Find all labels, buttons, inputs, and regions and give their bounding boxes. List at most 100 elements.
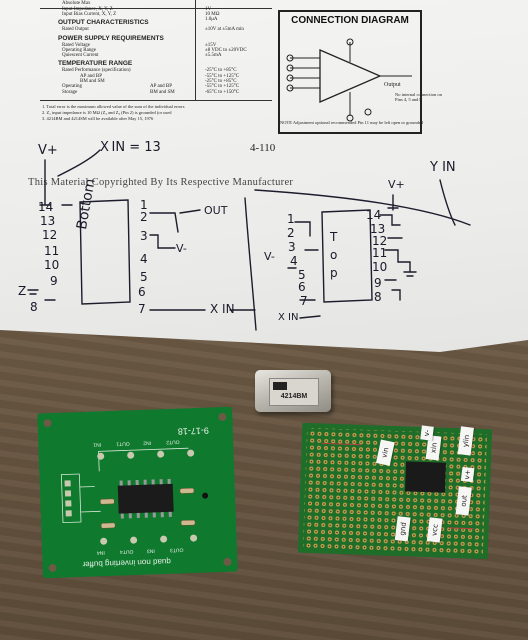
spec-row: AP and BP bbox=[150, 84, 173, 89]
pcb-label: OUT3 bbox=[169, 546, 184, 553]
spec-value: -55°C to +125°C bbox=[205, 84, 240, 89]
pin-number: 7 bbox=[300, 294, 308, 308]
pcb-label: IN2 bbox=[143, 439, 152, 446]
module-part-number: 4214BM bbox=[280, 393, 308, 400]
pin-number: 5 bbox=[140, 270, 148, 284]
pin-number: 1 bbox=[287, 212, 295, 226]
spec-row: Storage bbox=[62, 90, 78, 95]
handwritten-vminus-right: V- bbox=[264, 250, 275, 263]
connection-diagram-title: CONNECTION DIAGRAM bbox=[291, 15, 409, 26]
spec-value: 10 MΩ bbox=[205, 12, 220, 17]
pin-number: 12 bbox=[372, 234, 388, 248]
bottom-note: NOTE Adjustment optional recommended Pin… bbox=[280, 120, 424, 125]
spec-row: Quiescent Current bbox=[62, 53, 99, 58]
handwritten-pinout-sketch bbox=[27, 149, 471, 331]
pcb-label: OUT2 bbox=[166, 438, 180, 445]
metal-can-module: 4214BM bbox=[255, 370, 331, 412]
pin-number: 3 bbox=[288, 240, 296, 254]
spec-value: 1.0μA bbox=[205, 17, 218, 22]
handwritten-vplus-right: V+ bbox=[388, 178, 405, 191]
protoboard: vin ylin xin out gnd vcc v- v+ bbox=[297, 422, 493, 560]
pin-number: 8 bbox=[30, 300, 38, 314]
spec-value: -25°C to +85°C bbox=[205, 79, 237, 84]
footnote: 2. Z₁ input impedance is 10 MΩ (Z₂ and Z… bbox=[42, 110, 172, 115]
pin-number: 9 bbox=[374, 276, 382, 290]
handwritten-out: OUT bbox=[204, 204, 228, 217]
protoboard-grid bbox=[297, 422, 493, 560]
pin-number: 4 bbox=[290, 254, 298, 268]
spec-row: Rated Voltage bbox=[62, 43, 91, 48]
handwritten-x-in-right: X IN bbox=[278, 312, 299, 323]
sticker-label: v+ bbox=[460, 466, 475, 483]
pin-number: 14 bbox=[38, 200, 54, 214]
copyright-line: This Material Copyrighted By Its Respect… bbox=[28, 177, 294, 188]
pcb-artwork bbox=[37, 406, 238, 579]
spec-row: AP and BP bbox=[80, 74, 103, 79]
pin-number: 7 bbox=[138, 302, 146, 316]
pin-number: 5 bbox=[298, 268, 306, 282]
ic-socket bbox=[404, 461, 447, 493]
handwritten-vminus: V- bbox=[176, 242, 187, 255]
table-rule bbox=[40, 8, 272, 9]
green-pcb: 9-17-18 IN1 OUT1 IN2 OUT2 IN4 OUT4 IN3 O… bbox=[37, 406, 238, 579]
handwritten-y-in: Y IN bbox=[430, 160, 456, 175]
handwritten-vplus: V+ bbox=[38, 143, 58, 158]
spec-heading: OUTPUT CHARACTERISTICS bbox=[58, 19, 149, 26]
spec-row: Operating Range bbox=[62, 48, 97, 53]
connection-diagram-box: CONNECTION DIAGRAM Output bbox=[278, 10, 422, 134]
side-note: No internal connection on Pins 4, 5 and … bbox=[395, 92, 442, 102]
page-number: 4-110 bbox=[250, 142, 276, 154]
handwritten-x-in-bottom: X IN bbox=[210, 302, 235, 316]
spec-value: ±10V at ±5mA min bbox=[205, 27, 244, 32]
spec-row: BM and SM bbox=[150, 90, 175, 95]
ic-chip bbox=[117, 483, 174, 514]
spec-heading: TEMPERATURE RANGE bbox=[58, 60, 133, 67]
pin-number: 2 bbox=[140, 210, 148, 224]
spec-row: Rated Performance (specification) bbox=[62, 68, 131, 73]
pin-number: 8 bbox=[374, 290, 382, 304]
pin-number: 11 bbox=[44, 244, 60, 258]
footnote: 1. Total error is the maximum allowed va… bbox=[42, 104, 185, 109]
pcb-label: IN4 bbox=[96, 549, 105, 556]
spec-row: Input Impedance, X, Y, Z bbox=[62, 7, 113, 12]
pin-number: 10 bbox=[372, 260, 388, 274]
pin-number: 1 bbox=[140, 198, 148, 212]
brand-logo-icon bbox=[273, 382, 287, 390]
pin-number: 13 bbox=[40, 214, 56, 228]
pcb-label: OUT1 bbox=[116, 440, 130, 447]
spec-value: -55°C to +125°C bbox=[205, 74, 240, 79]
pin-number: 6 bbox=[138, 285, 146, 299]
table-rule bbox=[40, 100, 272, 101]
pin-number: 12 bbox=[42, 228, 58, 242]
pin-number: 14 bbox=[366, 208, 382, 222]
spec-value: ±5.5mA bbox=[205, 53, 222, 58]
pcb-label: OUT4 bbox=[119, 548, 134, 555]
pin-number: 11 bbox=[372, 246, 388, 260]
handwritten-xin-13: X IN = 13 bbox=[100, 140, 161, 155]
module-label-plate: 4214BM bbox=[269, 378, 319, 406]
spec-value: -65°C to +150°C bbox=[205, 90, 240, 95]
table-divider bbox=[195, 0, 196, 100]
output-label: Output bbox=[384, 82, 401, 88]
pin-number: 2 bbox=[287, 226, 295, 240]
pcb-label: IN1 bbox=[93, 441, 102, 448]
handwritten-top-label: T o p bbox=[330, 230, 338, 280]
pcb-date: 9-17-18 bbox=[177, 425, 210, 437]
spec-heading: POWER SUPPLY REQUIREMENTS bbox=[58, 35, 164, 42]
pin-number: 6 bbox=[298, 280, 306, 294]
paper-sheet: Absolute Max Input Impedance, X, Y, Z In… bbox=[0, 0, 528, 352]
sticker-label: v- bbox=[420, 425, 434, 441]
pin-number: 13 bbox=[370, 222, 386, 236]
footnote: 3. 4214BM and 4214SM will be available a… bbox=[42, 116, 154, 121]
pin-number: 9 bbox=[50, 274, 58, 288]
spec-value: 1V bbox=[205, 7, 212, 12]
spec-row: Absolute Max bbox=[62, 1, 91, 6]
pin-number: 10 bbox=[44, 258, 60, 272]
pin-number: 4 bbox=[140, 252, 148, 266]
spec-row: Operating bbox=[62, 84, 82, 89]
spec-value: ±8 VDC to ±20VDC bbox=[205, 48, 247, 53]
pin-number: 3 bbox=[140, 229, 148, 243]
spec-row: Input Bias Current, X, Y, Z bbox=[62, 12, 117, 17]
opamp-symbol-icon bbox=[286, 38, 412, 122]
